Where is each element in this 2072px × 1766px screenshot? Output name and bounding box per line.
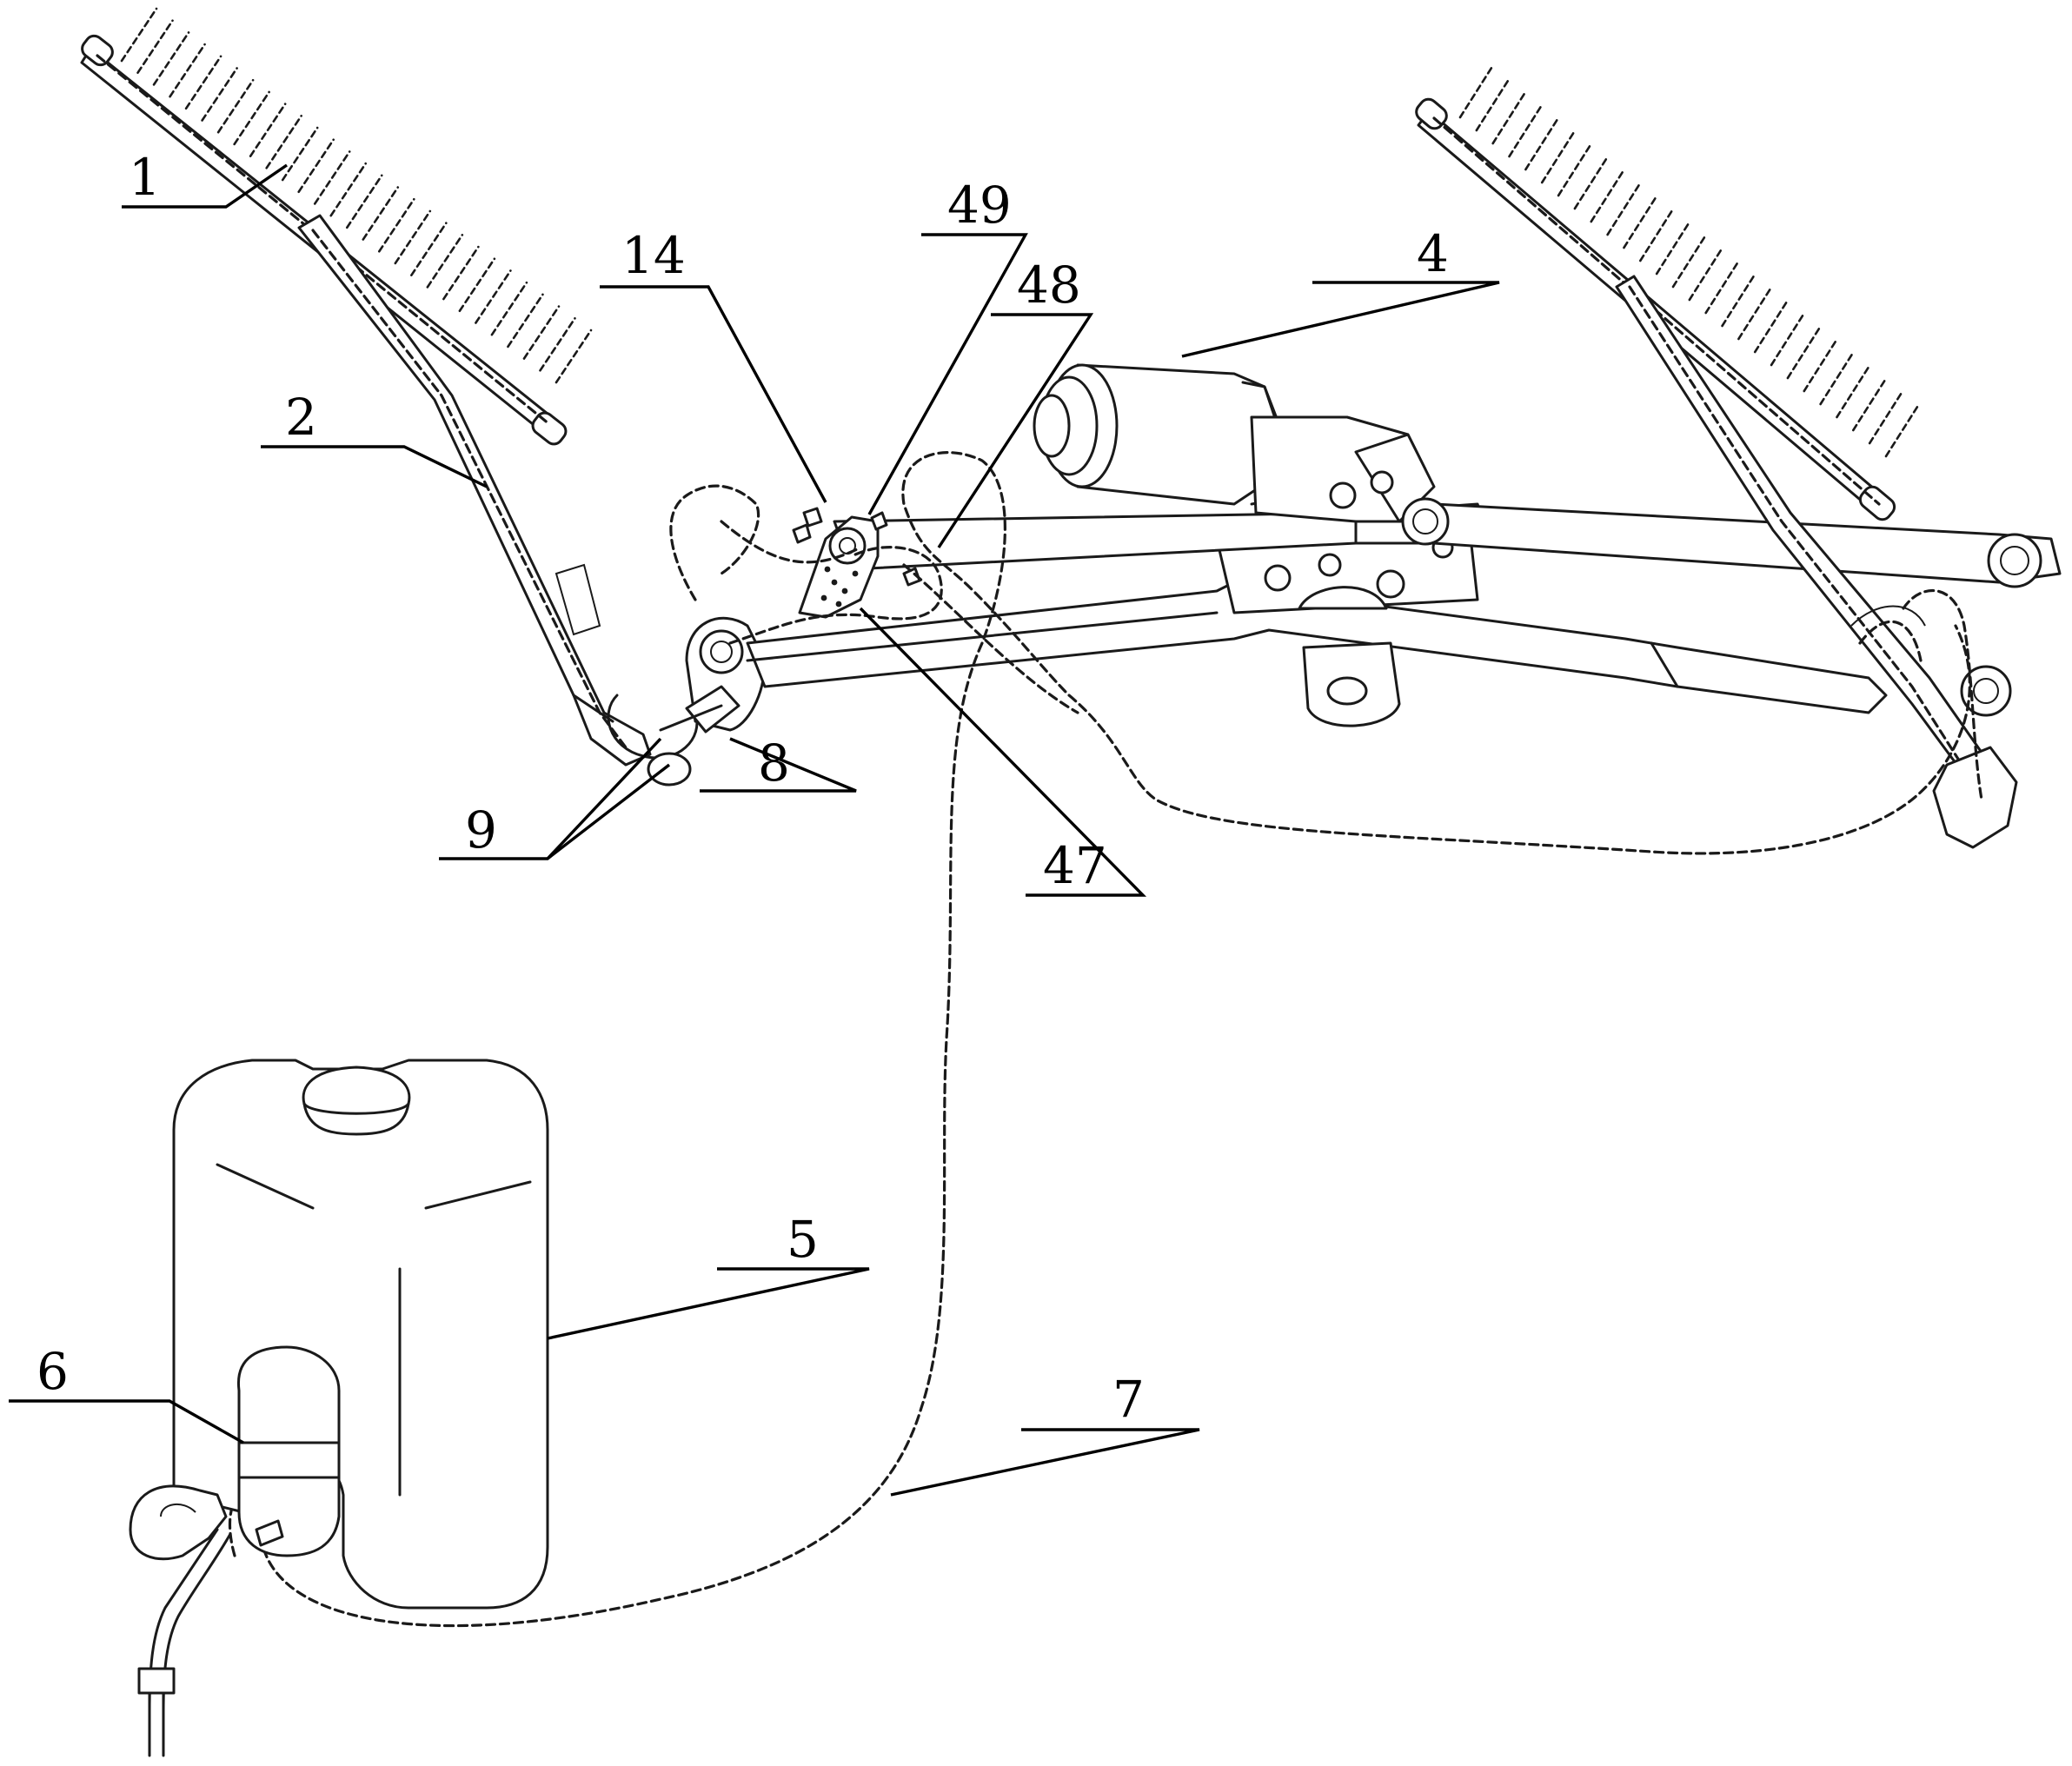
left-wiper-arm	[299, 216, 697, 785]
washer-reservoir	[130, 1060, 548, 1756]
spray-jet	[1771, 313, 1804, 365]
label-9: 9	[465, 800, 497, 860]
label-47: 47	[1043, 836, 1107, 895]
spray-jet	[1624, 196, 1657, 248]
label-8: 8	[758, 734, 790, 793]
spray-jet	[1493, 91, 1526, 143]
left-wiper-blade	[79, 9, 591, 448]
left-spray-jets	[122, 9, 591, 382]
label-14: 14	[621, 226, 686, 285]
spray-jet	[1591, 169, 1624, 222]
spray-jet	[1836, 365, 1869, 417]
right-wiper-blade	[1413, 65, 1919, 523]
label-5: 5	[787, 1210, 819, 1269]
spray-jet	[1477, 78, 1510, 130]
spray-jet	[1608, 183, 1641, 235]
label-49: 49	[947, 176, 1012, 235]
spray-jet	[1804, 339, 1837, 391]
spray-jet	[1690, 248, 1723, 300]
spray-jet	[1738, 287, 1771, 339]
spray-jet	[1460, 65, 1493, 117]
spray-jet	[1542, 130, 1575, 183]
spray-jet	[1510, 104, 1543, 156]
label-1: 1	[129, 148, 161, 207]
spray-jet	[1640, 209, 1673, 261]
spray-jet	[1558, 143, 1591, 196]
label-48: 48	[1017, 256, 1081, 315]
spray-jet	[1706, 261, 1739, 313]
spray-jet	[1755, 300, 1788, 352]
spray-jet	[1525, 117, 1558, 169]
spray-jet	[1886, 404, 1919, 456]
spray-jet	[1575, 156, 1608, 209]
spray-jet	[1723, 274, 1756, 326]
label-2: 2	[285, 388, 317, 447]
label-7: 7	[1112, 1370, 1145, 1429]
spray-jet	[1788, 326, 1821, 378]
spray-jet	[1821, 352, 1854, 404]
spray-jet	[1853, 378, 1886, 430]
spray-jet	[556, 330, 591, 382]
label-4: 4	[1417, 224, 1449, 283]
spray-jet	[1673, 235, 1706, 287]
spray-jet	[1869, 391, 1903, 443]
label-6: 6	[37, 1342, 69, 1401]
spray-jet	[1657, 222, 1690, 274]
